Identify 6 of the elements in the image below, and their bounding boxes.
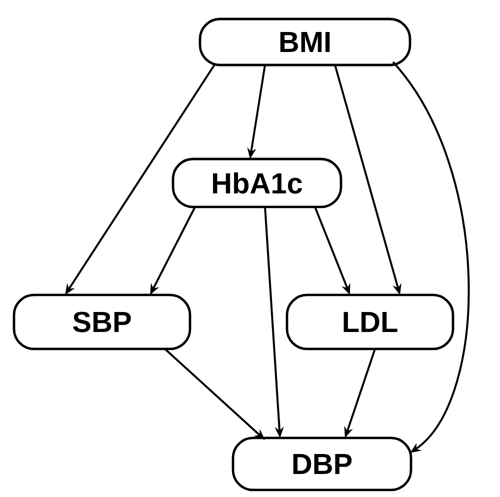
rounded-box: LDL [286, 294, 454, 350]
rounded-box: DBP [232, 436, 412, 492]
rounded-box: BMI [198, 18, 412, 66]
rounded-box: HbA1c [172, 158, 342, 208]
rounded-box: SBP [12, 294, 192, 350]
arrow [392, 61, 470, 453]
